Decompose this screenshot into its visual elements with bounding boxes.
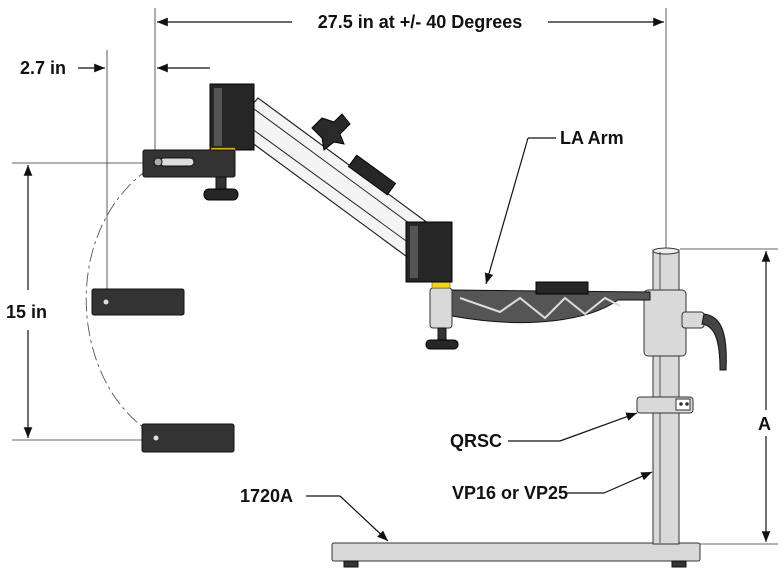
upper-arm [231, 97, 441, 263]
offset-dimension: 2.7 in [20, 50, 210, 290]
width-dimension-label: 27.5 in at +/- 40 Degrees [318, 12, 523, 32]
height-dimension: 15 in [6, 162, 150, 441]
lower-pivot [425, 281, 459, 350]
post-clamp [643, 289, 727, 371]
height-dimension-label: 15 in [6, 302, 47, 322]
la-arm-label: LA Arm [560, 128, 624, 148]
offset-dimension-label: 2.7 in [20, 58, 66, 78]
top-head [142, 147, 239, 201]
swing-position-lower [141, 423, 235, 453]
post-label: VP16 or VP25 [452, 483, 568, 503]
base-plate [331, 542, 701, 568]
upper-housing [209, 83, 255, 151]
la-arm-callout: LA Arm [484, 128, 624, 285]
qrsc-label: QRSC [450, 431, 502, 451]
swing-position-middle [91, 288, 185, 316]
a-dimension: A [680, 248, 778, 545]
lower-housing [405, 221, 453, 283]
qrsc-callout: QRSC [450, 412, 638, 451]
arm-knob [311, 113, 351, 151]
la-arm-truss [449, 281, 651, 323]
a-dimension-label: A [758, 414, 771, 434]
post-callout: VP16 or VP25 [452, 471, 653, 503]
base-label: 1720A [240, 486, 293, 506]
qrsc-collar [636, 396, 694, 414]
base-callout: 1720A [240, 486, 389, 542]
swing-arc [85, 167, 151, 433]
